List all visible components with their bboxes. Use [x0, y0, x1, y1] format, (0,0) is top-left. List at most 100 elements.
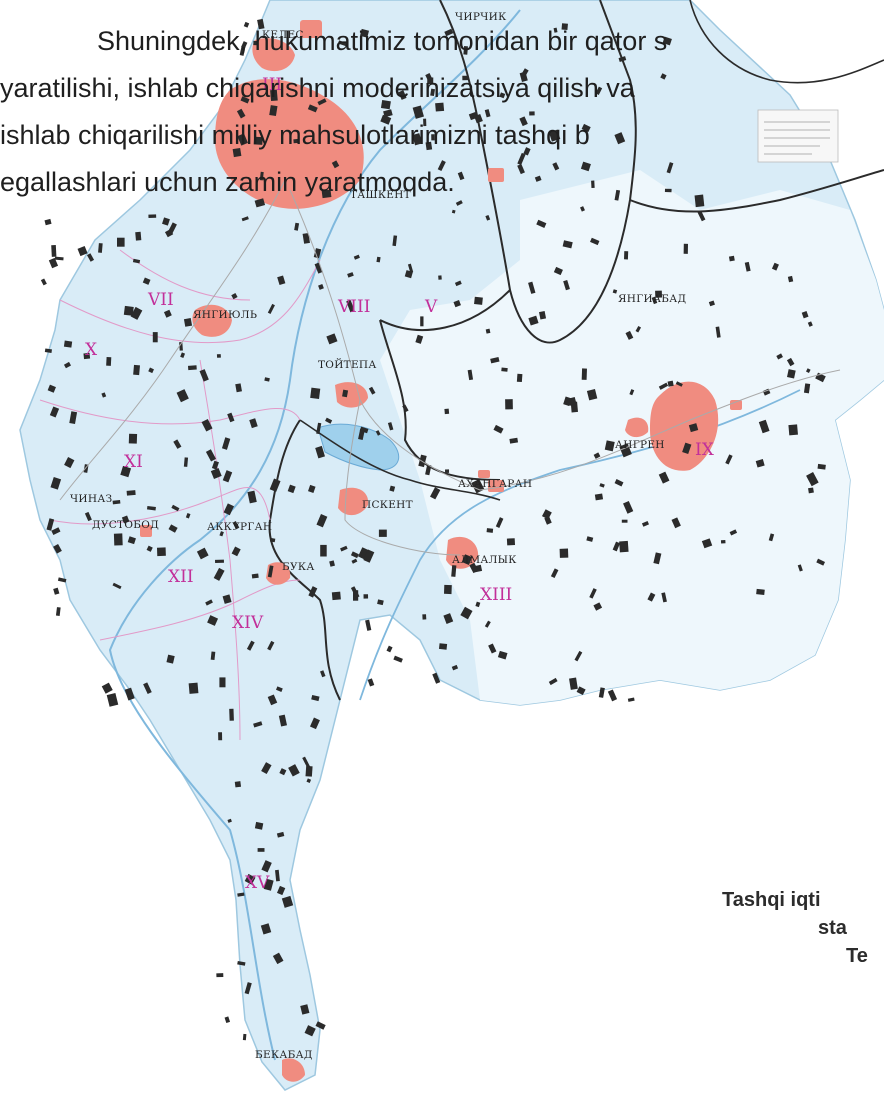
plot	[443, 584, 452, 595]
plot	[264, 377, 270, 382]
plot	[655, 290, 663, 298]
plot	[98, 243, 103, 253]
plot	[506, 538, 516, 546]
plot	[671, 517, 681, 529]
plot	[653, 552, 662, 565]
city-label-toytepa: ТОЙТЕПА	[318, 357, 377, 371]
agricultural-plots	[40, 18, 826, 1041]
plot	[112, 582, 122, 590]
plot	[563, 396, 572, 406]
plot	[263, 878, 274, 891]
plot	[451, 209, 456, 214]
plot	[474, 113, 483, 124]
map-legend-box	[757, 109, 839, 163]
plot	[340, 545, 348, 552]
plot	[167, 222, 177, 235]
plot	[461, 554, 473, 566]
plot	[163, 309, 172, 318]
paragraph-line: ishlab chiqarilishi milliy mahsulotlarim…	[0, 120, 590, 150]
plot	[113, 533, 123, 546]
plot	[443, 613, 454, 624]
plot	[529, 111, 535, 116]
plot	[499, 92, 506, 99]
plot	[544, 516, 552, 525]
plot	[378, 529, 387, 537]
plot	[288, 764, 300, 777]
plot	[329, 560, 335, 567]
plot	[316, 514, 328, 528]
plot	[614, 479, 624, 487]
reservoir	[317, 423, 400, 471]
plot	[51, 527, 61, 535]
plot	[146, 505, 156, 511]
plot	[580, 206, 585, 212]
plot	[462, 75, 469, 81]
plot	[281, 895, 294, 908]
plot	[166, 654, 175, 664]
plot	[594, 493, 604, 501]
plot	[309, 717, 320, 730]
plot	[40, 278, 47, 286]
plot	[451, 664, 459, 671]
plot	[497, 650, 508, 660]
plot	[106, 693, 119, 707]
plot	[806, 472, 819, 487]
plot	[168, 524, 178, 533]
plot	[146, 545, 153, 552]
plot	[244, 873, 256, 885]
plot	[183, 457, 189, 467]
plot	[415, 334, 424, 344]
plot	[272, 952, 284, 965]
plot	[552, 162, 560, 171]
plot	[83, 352, 91, 360]
plot	[205, 449, 217, 462]
plot	[363, 594, 369, 599]
plot	[728, 255, 735, 262]
plot	[569, 677, 578, 690]
plot	[232, 147, 242, 158]
plot	[437, 160, 446, 172]
plot	[314, 262, 323, 274]
plot	[237, 892, 245, 897]
plot	[475, 601, 481, 608]
plot	[269, 478, 281, 492]
plot	[444, 28, 454, 37]
city-label-pskent: ПСКЕНТ	[362, 499, 413, 511]
eastern-highlands	[380, 170, 884, 705]
plot	[259, 171, 264, 181]
plot	[310, 387, 321, 399]
plot	[275, 869, 280, 882]
plot	[581, 368, 587, 380]
plot	[307, 104, 318, 113]
plot	[590, 237, 600, 246]
plot	[561, 23, 568, 30]
plot	[253, 40, 259, 46]
plot	[534, 175, 542, 182]
plot	[541, 509, 552, 520]
plot	[246, 640, 255, 651]
plot	[124, 687, 135, 701]
plot	[438, 643, 448, 650]
plot	[276, 686, 283, 692]
plot	[580, 161, 591, 172]
plot	[444, 408, 450, 415]
plot	[771, 262, 779, 271]
plot	[647, 592, 656, 602]
plot	[308, 586, 318, 598]
plot	[619, 540, 629, 553]
plot	[55, 607, 61, 616]
plot	[484, 109, 491, 118]
plot	[49, 406, 60, 418]
plot	[101, 682, 113, 694]
plot	[287, 484, 296, 494]
plot	[788, 424, 798, 436]
plot	[383, 109, 393, 118]
plot	[658, 471, 670, 484]
plot	[423, 118, 427, 127]
plot	[50, 477, 62, 490]
plot	[47, 384, 56, 393]
city-label-chirchik: ЧИРЧИК	[455, 11, 507, 23]
plot	[474, 296, 483, 305]
plot	[69, 411, 78, 424]
plot	[48, 257, 59, 269]
